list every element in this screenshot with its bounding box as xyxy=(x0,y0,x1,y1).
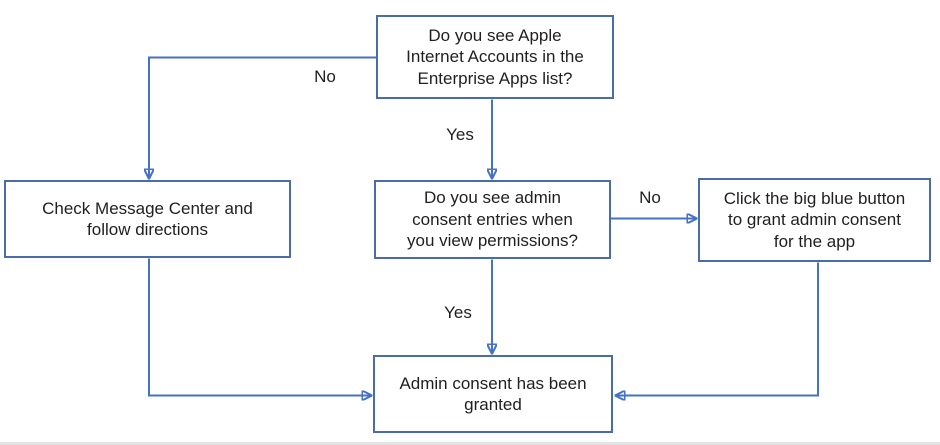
edge-label-yes-admin-entries: Yes xyxy=(444,303,472,322)
node-apple-accounts-question-text: Do you see Apple Internet Accounts in th… xyxy=(406,25,584,88)
node-consent-granted-text: Admin consent has been granted xyxy=(399,373,587,415)
node-check-message-center: Check Message Center and follow directio… xyxy=(4,180,291,258)
edge-label-no-apple-accounts: No xyxy=(314,67,336,86)
node-admin-consent-question-text: Do you see admin consent entries when yo… xyxy=(406,188,578,251)
node-grant-admin-consent: Click the big blue button to grant admin… xyxy=(698,178,931,262)
edge-label-yes-apple-accounts: Yes xyxy=(446,125,474,144)
bottom-edge-shadow xyxy=(0,442,940,445)
node-consent-granted: Admin consent has been granted xyxy=(373,355,613,433)
connector-message-center-to-consent-granted xyxy=(148,258,371,396)
node-admin-consent-question: Do you see admin consent entries when yo… xyxy=(374,180,611,259)
node-grant-admin-consent-text: Click the big blue button to grant admin… xyxy=(723,188,906,251)
connector-no-to-message-center xyxy=(149,56,376,178)
connector-grant-consent-to-consent-granted xyxy=(617,262,819,396)
node-check-message-center-text: Check Message Center and follow directio… xyxy=(42,198,253,240)
node-apple-accounts-question: Do you see Apple Internet Accounts in th… xyxy=(376,15,614,99)
edge-label-no-admin-entries: No xyxy=(639,188,661,207)
